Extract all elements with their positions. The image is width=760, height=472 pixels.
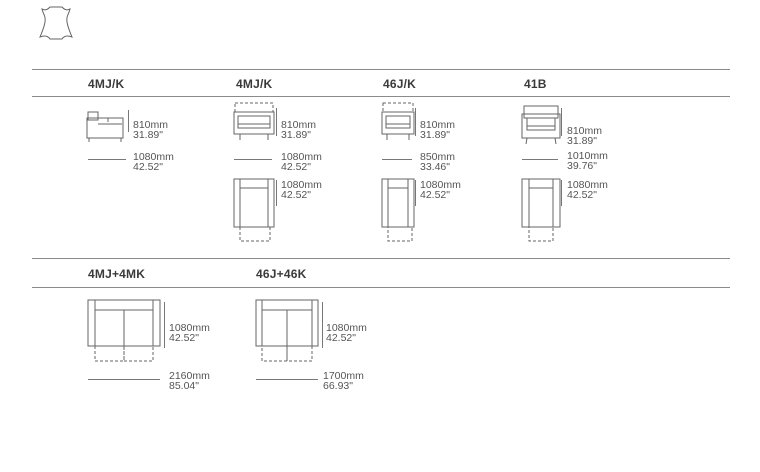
section-1-top-rule bbox=[32, 69, 730, 70]
height-dimension-line bbox=[415, 108, 416, 136]
model-code: 46J/K bbox=[383, 77, 417, 91]
armchair-top-view-drawing bbox=[521, 178, 561, 242]
model-code: 4MJ+4MK bbox=[88, 267, 146, 281]
armchair-front-view-drawing bbox=[521, 105, 561, 145]
sofa-combination-top-view-drawing bbox=[87, 299, 161, 362]
width-dimension-line bbox=[88, 159, 126, 160]
model-code: 41B bbox=[524, 77, 547, 91]
sofa-front-view-drawing bbox=[381, 102, 415, 140]
model-code: 4MJ/K bbox=[88, 77, 125, 91]
width-dimension-line bbox=[88, 379, 160, 380]
depth-dimension-line bbox=[164, 302, 165, 348]
width-dimension-line bbox=[382, 159, 412, 160]
depth-dimension-line bbox=[561, 180, 562, 206]
depth-dimension-line bbox=[415, 180, 416, 206]
width-dimension-line bbox=[256, 379, 318, 380]
height-dimension-line bbox=[561, 108, 562, 136]
sofa-front-view-drawing bbox=[233, 102, 275, 140]
height-dimension-line bbox=[128, 110, 129, 132]
section-2-header-rule bbox=[32, 287, 730, 288]
section-2-top-rule bbox=[32, 258, 730, 259]
width-dimension-line bbox=[522, 159, 558, 160]
model-code: 4MJ/K bbox=[236, 77, 273, 91]
leather-hide-icon bbox=[39, 6, 73, 40]
depth-dimension-line bbox=[276, 180, 277, 206]
width-dimension-line bbox=[234, 159, 272, 160]
sofa-top-view-drawing bbox=[233, 178, 275, 242]
sofa-side-view-drawing bbox=[86, 111, 124, 142]
height-dimension-line bbox=[276, 108, 277, 136]
model-code: 46J+46K bbox=[256, 267, 307, 281]
sofa-top-view-drawing bbox=[381, 178, 415, 242]
section-1-header-rule bbox=[32, 96, 730, 97]
depth-dimension-line bbox=[322, 302, 323, 348]
sofa-combination-top-view-drawing bbox=[255, 299, 319, 362]
